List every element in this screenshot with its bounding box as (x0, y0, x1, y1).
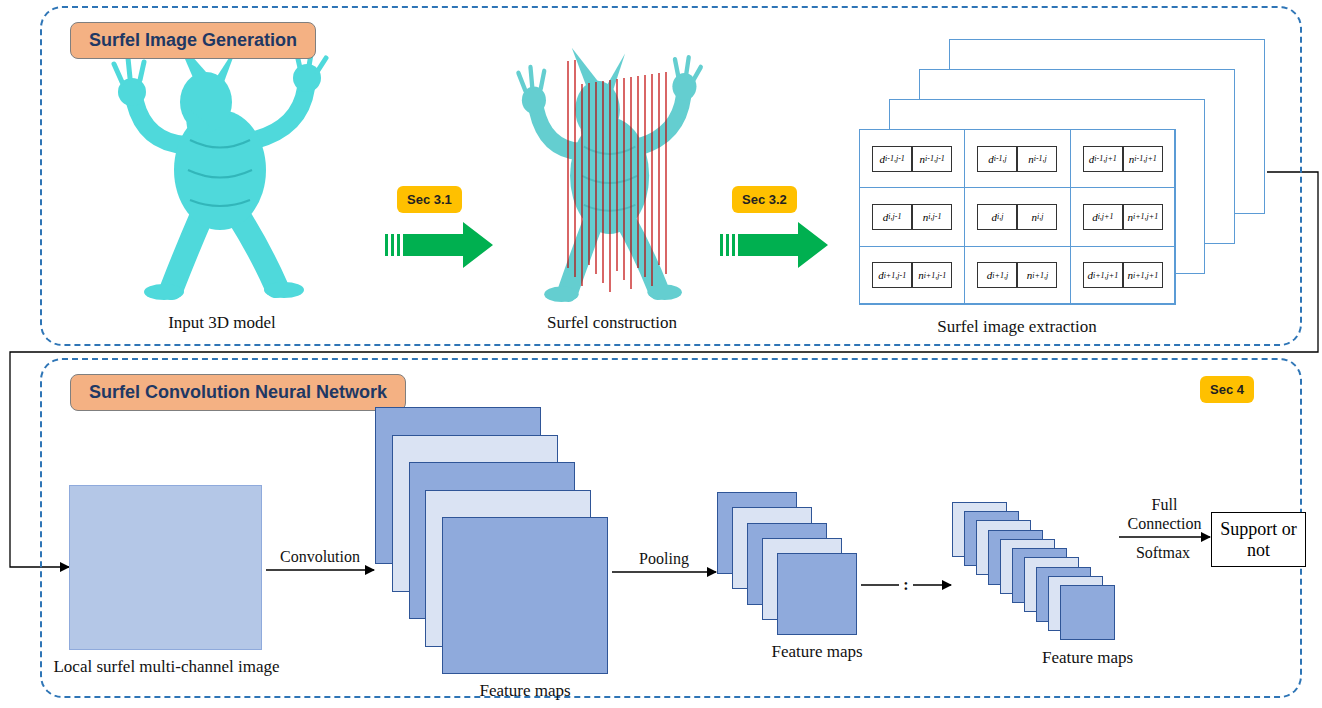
caption: Input 3D model (168, 313, 276, 333)
feature-map (1060, 585, 1115, 640)
surfel-ray (658, 73, 660, 265)
green-arrow (385, 222, 493, 268)
normal-value: ni-1,j (1017, 146, 1057, 172)
depth-value: di,j (977, 204, 1017, 230)
depth-value: di,j-1 (872, 204, 912, 230)
surfel-ray (637, 76, 639, 268)
depth-value: di-1,j-1 (872, 146, 912, 172)
surfel-ray (602, 81, 604, 283)
surfel-ray (588, 83, 590, 265)
surfel-image-stack: di-1,j-1ni-1,j-1di-1,jni-1,jdi-1,j+1ni-1… (859, 39, 1267, 339)
section-label: Sec 3.2 (742, 192, 787, 207)
grid-cell: di-1,jni-1,j (964, 129, 1070, 188)
normal-value: ni-1,j+1 (1123, 146, 1163, 172)
normal-value: ni+1,j-1 (912, 262, 952, 288)
dashed-panel: Surfel Image GenerationSec 3.1 Sec 3.2 di-… (40, 6, 1302, 346)
section-tag: Sec 4 (1200, 376, 1254, 403)
surfel-model (518, 48, 700, 302)
section-label: Sec 4 (1210, 382, 1244, 397)
caption: Feature maps (479, 681, 570, 701)
connector-arrow (266, 569, 374, 570)
input-model (114, 38, 326, 300)
feature-map-stack: Feature maps (952, 502, 1115, 640)
surfel-ray (644, 75, 646, 277)
section-tag: Sec 3.1 (397, 186, 462, 213)
normal-value: ni,j (1017, 204, 1057, 230)
edge-label: Softmax (1136, 543, 1190, 562)
edge-label: Convolution (280, 547, 360, 566)
surfel-ray (609, 80, 611, 292)
dashed-panel: Surfel Convolution Neural Network Sec 4 Lo… (40, 358, 1302, 698)
caption: Surfel construction (547, 313, 677, 333)
section-label: Sec 3.1 (407, 192, 452, 207)
green-arrow (720, 222, 828, 268)
grid-cell: di-1,j-1ni-1,j-1 (859, 129, 965, 188)
grid-cell: di,j-1ni,j-1 (859, 187, 965, 246)
depth-value: di+1,j-1 (872, 262, 912, 288)
surfel-ray (567, 61, 569, 268)
panel-heading: Surfel Convolution Neural Network (70, 374, 406, 411)
normal-value: ni,j-1 (912, 204, 952, 230)
grid-cell: di-1,j+1ni-1,j+1 (1070, 129, 1176, 188)
normal-value: ni+1,j (1017, 262, 1057, 288)
section-tag: Sec 3.2 (732, 186, 797, 213)
depth-value: di,j+1 (1083, 204, 1123, 230)
surfel-ray (623, 78, 625, 280)
grid-cell: di+1,j+1ni+1,j+1 (1070, 246, 1176, 305)
edge-label: Full Connection (1119, 495, 1211, 533)
grid-cell: di,jni,j (964, 187, 1070, 246)
input-image-box: Local surfel multi-channel image (69, 485, 262, 650)
feature-map (442, 517, 608, 674)
normal-value: ni-1,j-1 (912, 146, 952, 172)
feature-map (777, 553, 857, 635)
surfel-ray (595, 82, 597, 274)
image-frame: di-1,j-1ni-1,j-1di-1,jni-1,jdi-1,j+1ni-1… (859, 129, 1175, 304)
edge-label: : (899, 575, 912, 594)
normal-value: ni+1,j+1 (1123, 204, 1163, 230)
surfel-ray (574, 60, 576, 277)
output-label: Support or not (1216, 519, 1301, 560)
surfel-ray (630, 77, 632, 289)
grid-cell: di+1,jni+1,j (964, 246, 1070, 305)
caption: Feature maps (771, 642, 862, 662)
surfel-rays (568, 60, 666, 292)
depth-value: di+1,j (977, 262, 1017, 288)
grid-cell: di+1,j-1ni+1,j-1 (859, 246, 965, 305)
surfel-ray (616, 79, 618, 271)
surfel-ray (665, 72, 667, 274)
surfel-ray (581, 84, 583, 286)
connector-arrow (1119, 536, 1210, 537)
caption: Local surfel multi-channel image (53, 657, 279, 677)
edge-label: Pooling (639, 549, 689, 568)
caption: Surfel image extraction (937, 317, 1097, 337)
depth-value: di-1,j (977, 146, 1017, 172)
output-box: Support or not (1211, 512, 1306, 567)
connector-arrow (612, 571, 716, 572)
caption: Feature maps (1042, 648, 1133, 668)
depth-value: di+1,j+1 (1083, 262, 1123, 288)
grid-cell: di,j+1ni+1,j+1 (1070, 187, 1176, 246)
surfel-ray (651, 74, 653, 286)
depth-value: di-1,j+1 (1083, 146, 1123, 172)
feature-map-stack: Feature maps (375, 407, 608, 674)
feature-map-stack: Feature maps (717, 492, 857, 635)
normal-value: ni+1,j+1 (1123, 262, 1163, 288)
panel-heading: Surfel Image Generation (70, 22, 316, 59)
